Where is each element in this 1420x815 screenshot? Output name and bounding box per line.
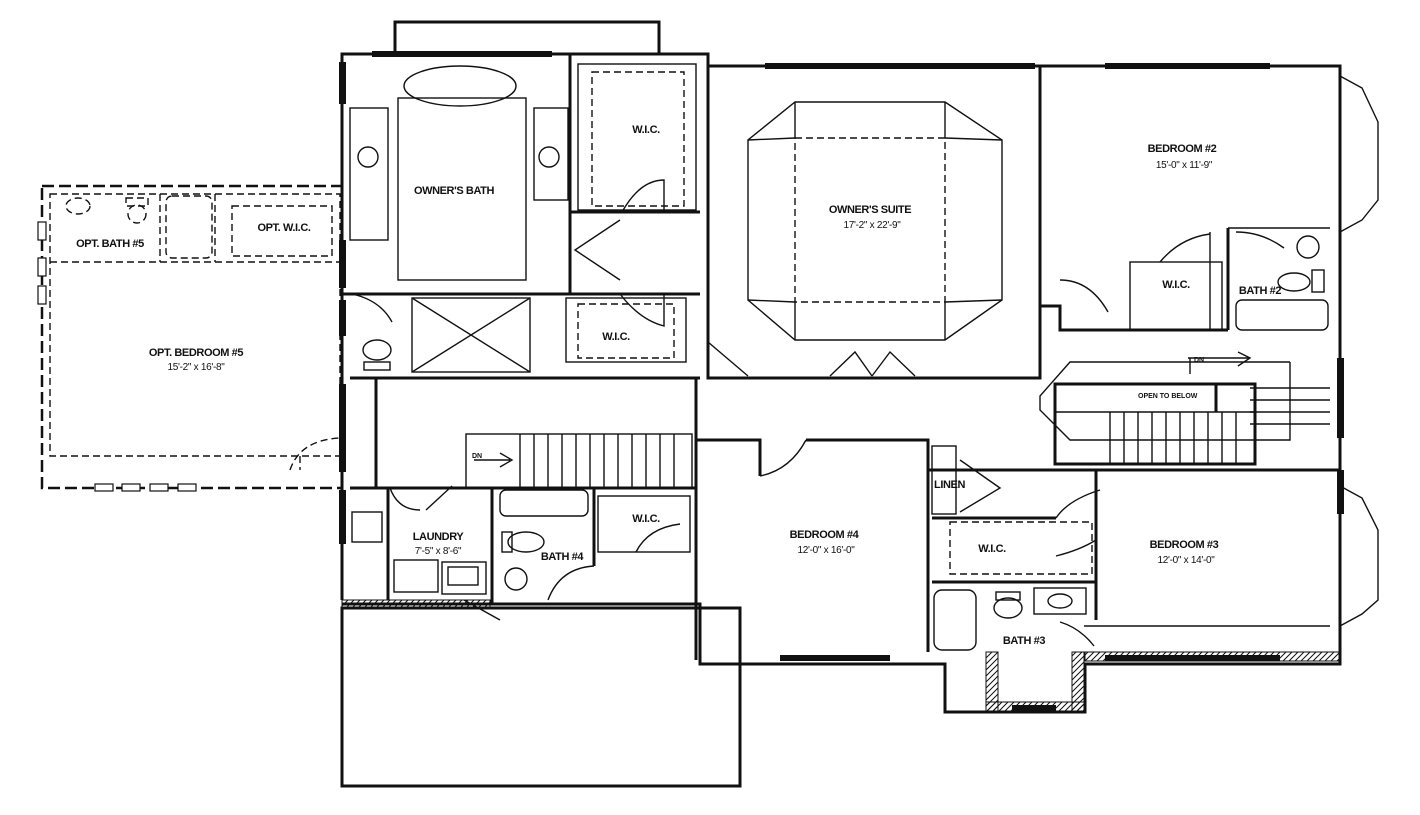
bath4-label: BATH #4: [541, 551, 585, 563]
stairs-right: [1039, 351, 1330, 466]
bedroom3-area: [928, 445, 1340, 651]
owners-suite-label: OWNER'S SUITE: [829, 204, 911, 216]
lower-center-area: [350, 378, 698, 660]
down-label-right: DN: [1194, 357, 1204, 364]
stair-treads-right: [1109, 387, 1330, 464]
opt-bath5-label: OPT. BATH #5: [76, 238, 144, 250]
exterior-walls: [340, 20, 1379, 788]
owners-suite-area: [706, 66, 1042, 380]
bedroom4-label: BEDROOM #4: [790, 529, 860, 541]
wic-bottom: [565, 297, 687, 363]
bedroom4-dim: 12'-0" x 16'-0": [797, 545, 855, 556]
wic-3-label: W.I.C.: [1162, 279, 1190, 291]
wic-2-label: W.I.C.: [602, 331, 630, 343]
wic-5-label: W.I.C.: [978, 543, 1006, 555]
bedroom3-dim: 12'-0" x 14'-0": [1157, 555, 1215, 566]
owners-suite-dim: 17'-2" x 22'-9": [843, 220, 901, 231]
linen-label: LINEN: [934, 479, 965, 491]
down-label-left: DN: [472, 453, 482, 460]
opt-bedroom5-label: OPT. BEDROOM #5: [149, 347, 244, 359]
optional-wing: [37, 184, 344, 492]
wic-4-label: W.I.C.: [632, 513, 660, 525]
stair-treads-left: [519, 434, 675, 488]
bedroom2-dim: 15'-0" x 11'-9": [1156, 160, 1213, 171]
laundry-label: LAUNDRY: [413, 531, 465, 543]
room-labels: OWNER'S BATH W.I.C. W.I.C. OWNER'S SUITE…: [76, 124, 1282, 647]
owners-bath-area: [342, 54, 700, 380]
bedroom2-area: [1040, 227, 1330, 332]
bedroom3-label: BEDROOM #3: [1150, 539, 1219, 551]
open-to-below-label: OPEN TO BELOW: [1138, 393, 1198, 400]
windows: [339, 51, 1344, 711]
bedroom4-area: [696, 438, 930, 652]
wic-1-label: W.I.C.: [632, 124, 660, 136]
bedroom2-label: BEDROOM #2: [1148, 143, 1217, 155]
wic-top: [570, 63, 700, 327]
owners-bath-label: OWNER'S BATH: [414, 185, 495, 197]
opt-bedroom5-dim: 15'-2" x 16'-8": [167, 362, 225, 373]
opt-wic-label: OPT. W.I.C.: [257, 222, 310, 234]
laundry-dim: 7'-5" x 8'-6": [415, 546, 462, 557]
bath2-label: BATH #2: [1239, 285, 1282, 297]
bath3-label: BATH #3: [1003, 635, 1046, 647]
